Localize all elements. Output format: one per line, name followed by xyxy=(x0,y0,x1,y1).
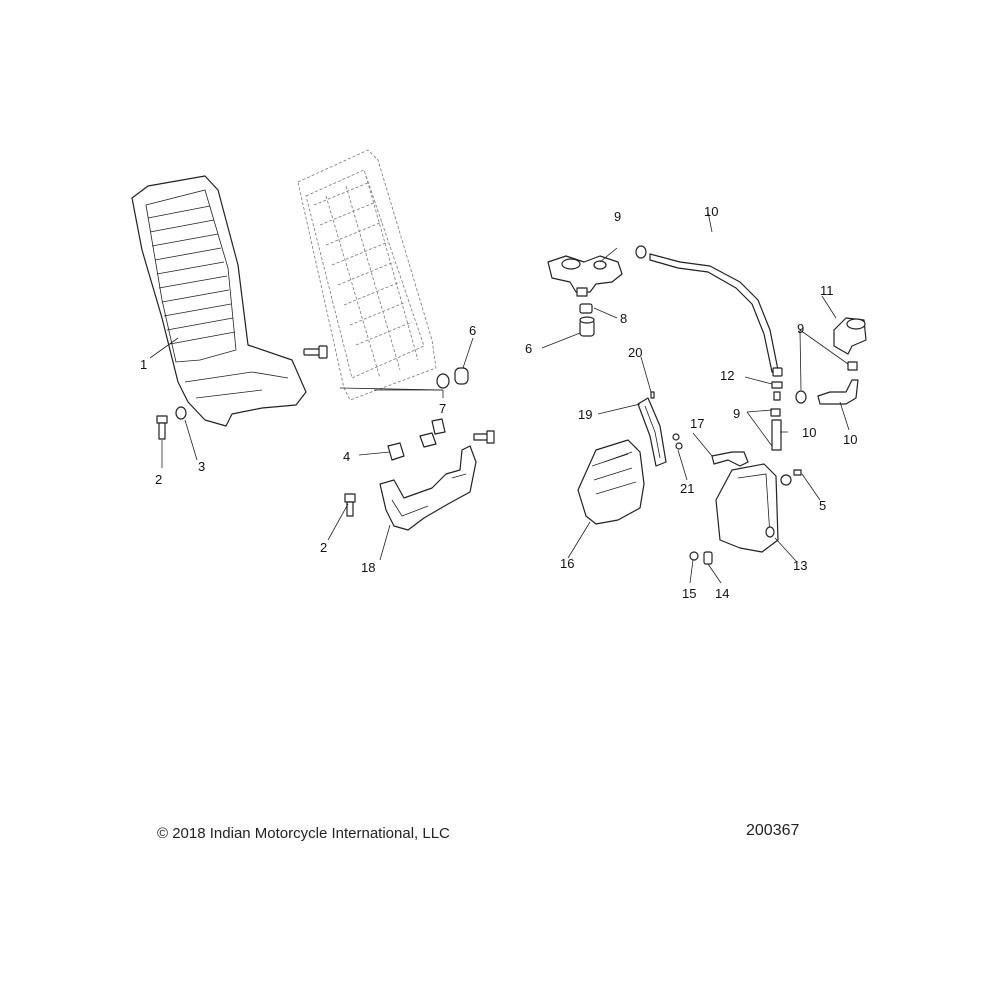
callout-10: 10 xyxy=(843,432,857,447)
hose-10-upper-part xyxy=(649,253,783,377)
callout-4: 4 xyxy=(343,449,350,464)
bolt-2-lower-part xyxy=(344,493,356,517)
callout-9: 9 xyxy=(614,209,621,224)
callout-3: 3 xyxy=(198,459,205,474)
reservoir-tank-13-part xyxy=(715,463,779,553)
callout-19: 19 xyxy=(578,407,592,422)
bolt-2-left-part xyxy=(156,415,168,440)
callout-18: 18 xyxy=(361,560,375,575)
callout-8: 8 xyxy=(620,311,627,326)
fastener-21-part xyxy=(672,433,683,450)
nut-3-part xyxy=(175,406,187,420)
callout-12: 12 xyxy=(720,368,734,383)
callout-14: 14 xyxy=(715,586,729,601)
fitting-12-part xyxy=(771,381,783,401)
hose-17-part xyxy=(711,451,749,467)
callout-2: 2 xyxy=(320,540,327,555)
bracket-19-part xyxy=(637,397,667,467)
callout-10: 10 xyxy=(802,425,816,440)
shroud-bolt-part xyxy=(303,345,328,359)
callout-5: 5 xyxy=(819,498,826,513)
callout-9: 9 xyxy=(733,406,740,421)
callout-11: 11 xyxy=(820,283,834,298)
callout-13: 13 xyxy=(793,558,807,573)
diagram-number: 200367 xyxy=(746,822,800,839)
radiator-core-phantom xyxy=(297,149,437,401)
filler-neck-11-part xyxy=(833,317,867,355)
bracket-bolt-part xyxy=(473,430,495,444)
callout-10: 10 xyxy=(704,204,718,219)
clamp-9-right-part xyxy=(847,361,858,371)
grommet-4-part xyxy=(387,442,405,461)
clamp-9-mid-part xyxy=(795,390,807,404)
shroud-frame-part xyxy=(131,175,307,427)
hose-10-short-part xyxy=(771,419,782,451)
grommet-upper-part xyxy=(419,418,446,448)
callout-9: 9 xyxy=(797,321,804,336)
isolator-6-right-part xyxy=(454,367,469,385)
callout-15: 15 xyxy=(682,586,696,601)
callout-6: 6 xyxy=(525,341,532,356)
pin-20-part xyxy=(650,391,655,399)
callout-17: 17 xyxy=(690,416,704,431)
callout-2: 2 xyxy=(155,472,162,487)
hose-10-curved-part xyxy=(817,379,859,405)
nut-7-part xyxy=(436,373,450,389)
reservoir-housing-8-part xyxy=(547,255,623,314)
callout-20: 20 xyxy=(628,345,642,360)
isolator-6-left-part xyxy=(579,316,595,337)
callout-labels: 1 2 3 4 2 18 6 7 6 8 9 10 11 9 12 9 10 1… xyxy=(140,204,857,601)
bolt-15-part xyxy=(689,551,699,561)
callout-21: 21 xyxy=(680,481,694,496)
callout-1: 1 xyxy=(140,357,147,372)
leader-lines xyxy=(149,211,850,584)
cover-16-part xyxy=(577,439,645,525)
copyright-notice: © 2018 Indian Motorcycle International, … xyxy=(157,825,450,842)
clamp-9-top-part xyxy=(635,245,647,259)
clamp-9-lower-part xyxy=(770,408,781,417)
bracket-18-part xyxy=(379,445,477,531)
callout-7: 7 xyxy=(439,401,446,416)
bolt-5-part xyxy=(780,469,802,486)
callout-6: 6 xyxy=(469,323,476,338)
clip-14-part xyxy=(703,551,713,565)
callout-16: 16 xyxy=(560,556,574,571)
